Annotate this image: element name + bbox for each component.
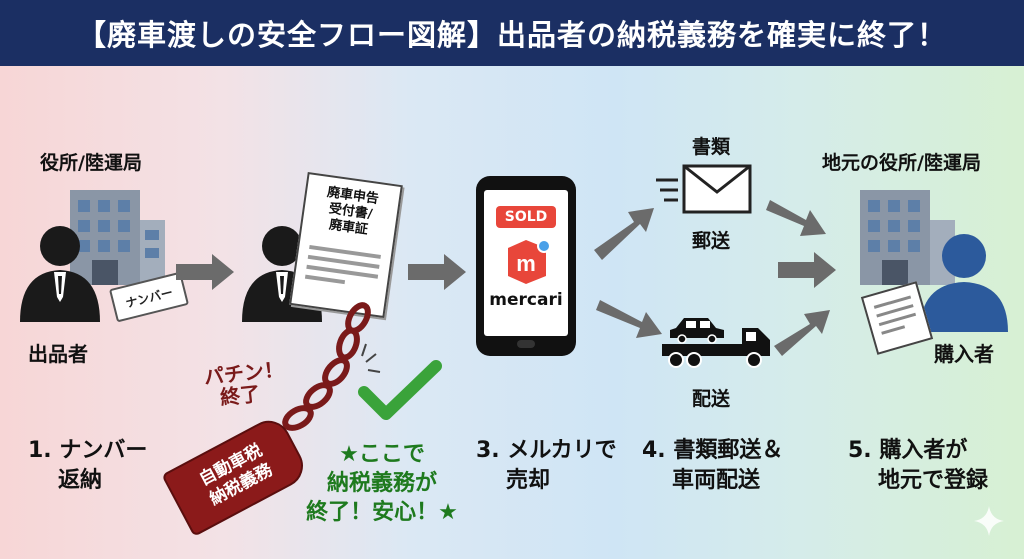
- sold-text: SOLD: [504, 209, 548, 225]
- envelope-icon: [656, 164, 752, 214]
- checkmark-icon: [358, 360, 442, 420]
- note-line-3: 終了！安心！★: [306, 500, 458, 525]
- arrow-right-icon: [408, 254, 466, 290]
- tax-end-note: ★ここで 納税義務が 終了！安心！★: [298, 440, 466, 527]
- arrow-down-right-icon: [596, 300, 662, 338]
- step-4-line-1: 4. 書類郵送＆: [642, 438, 784, 463]
- step-1-line-2: 返納: [58, 468, 103, 493]
- broken-chain-icon: [282, 302, 381, 431]
- docs-label: 書類: [692, 136, 731, 158]
- mail-label: 郵送: [692, 230, 731, 252]
- page-title: 【廃車渡しの安全フロー図解】出品者の納税義務を確実に終了！: [76, 18, 947, 52]
- sparkle-icon: [974, 506, 1004, 536]
- svg-text:m: m: [516, 251, 536, 276]
- arrow-right-icon: [778, 252, 836, 288]
- buyer-person-icon: [920, 234, 1008, 332]
- mercari-logo-icon: m: [508, 239, 551, 284]
- delivery-label: 配送: [692, 388, 731, 410]
- step-5-caption: 5. 購入者が 地元で登録: [848, 436, 988, 496]
- arrow-up-right-icon: [774, 310, 830, 356]
- step-3-line-2: 売却: [506, 468, 551, 493]
- step-1-line-1: 1. ナンバー: [28, 438, 148, 463]
- title-banner: 【廃車渡しの安全フロー図解】出品者の納税義務を確実に終了！: [0, 0, 1024, 66]
- note-line-2: 納税義務が: [326, 471, 437, 496]
- step-3-caption: 3. メルカリで 売却: [476, 436, 617, 496]
- step-4-caption: 4. 書類郵送＆ 車両配送: [642, 436, 783, 496]
- step-3-line-1: 3. メルカリで: [476, 438, 617, 463]
- arrow-down-right-icon: [766, 200, 826, 236]
- step-5-line-2: 地元で登録: [878, 468, 989, 493]
- snap-text: パチン！ 終了: [203, 357, 287, 410]
- buyer-label: 購入者: [934, 342, 994, 366]
- arrow-up-right-icon: [594, 208, 654, 260]
- arrow-right-icon: [176, 254, 234, 290]
- office-left-label: 役所/陸運局: [40, 152, 142, 174]
- office-building-icon: [70, 190, 165, 285]
- tow-truck-icon: [662, 318, 770, 368]
- mercari-text: mercari: [489, 290, 563, 310]
- step-5-line-1: 5. 購入者が: [848, 438, 968, 463]
- office-right-label: 地元の役所/陸運局: [822, 152, 981, 174]
- smartphone: SOLD m mercari: [476, 176, 576, 356]
- step-4-line-2: 車両配送: [672, 468, 761, 493]
- document-paper: 廃車申告 受付書/ 廃車証: [289, 171, 403, 319]
- plate-text: ナンバー: [124, 284, 175, 311]
- seller-person-icon: [20, 226, 100, 322]
- note-line-1: ★ここで: [339, 442, 425, 467]
- sold-badge: SOLD: [496, 206, 556, 228]
- office-building-icon: [860, 190, 955, 285]
- seller-label: 出品者: [28, 342, 88, 366]
- step-1-caption: 1. ナンバー 返納: [28, 436, 147, 496]
